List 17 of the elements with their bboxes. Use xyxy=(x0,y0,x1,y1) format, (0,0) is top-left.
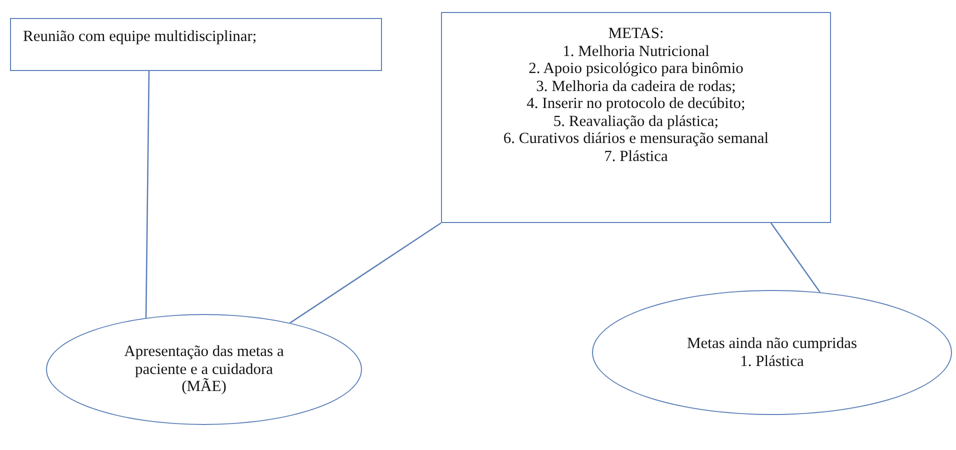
text-box xyxy=(441,12,831,223)
connector-line xyxy=(290,222,442,324)
text-box xyxy=(10,18,382,71)
node-text: Metas ainda não cumpridas xyxy=(686,335,857,352)
node-text: 2. Apoio psicológico para binômio xyxy=(528,60,744,78)
connector-line xyxy=(145,71,150,318)
node-text: 4. Inserir no protocolo de decúbito; xyxy=(526,95,746,112)
node-text: Reunião com equipe multidisciplinar; xyxy=(23,28,257,46)
node-text: Apresentação das metas a paciente e a cuidadora (MÃE) xyxy=(123,343,285,396)
node-text: 1. Plástica xyxy=(740,352,804,370)
node-text: 3. Melhoria da cadeira de rodas; xyxy=(536,78,736,95)
node-text: 1. Melhoria Nutricional xyxy=(562,42,710,60)
connector-line xyxy=(770,222,821,293)
node-text: 5. Reavaliação da plástica; xyxy=(553,112,719,130)
node-text: 7. Plástica xyxy=(604,148,668,165)
heading: METAS: xyxy=(608,25,664,42)
node-text: 6. Curativos diários e mensuração semanal xyxy=(503,130,769,148)
